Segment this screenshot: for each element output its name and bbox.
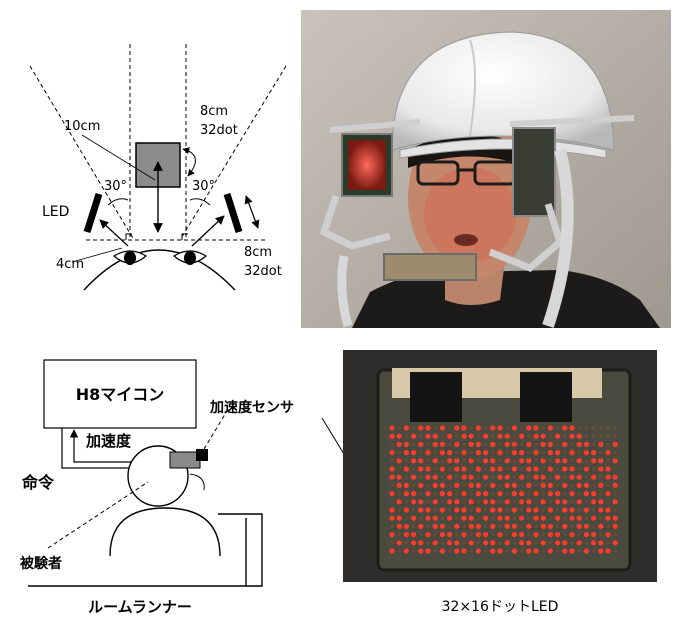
- sensor-device: [169, 451, 201, 469]
- caption-led-matrix: 32×16ドットLED: [442, 599, 559, 615]
- label-8cm-top: 8cm: [200, 104, 228, 119]
- subject-body: [109, 507, 221, 557]
- subject-pointer: [47, 481, 149, 549]
- led-dot-matrix: [389, 425, 618, 554]
- treadmill: [28, 513, 263, 587]
- label-32dot-bottom: 32dot: [244, 264, 282, 279]
- label-32dot-top: 32dot: [200, 123, 238, 138]
- label-led: LED: [42, 204, 69, 220]
- label-30deg-left: 30°: [104, 179, 127, 194]
- photo-led-board: [343, 350, 657, 582]
- right-angle-mark: [125, 233, 132, 240]
- leader-line: [81, 134, 156, 181]
- label-h8-microcontroller: H8マイコン: [76, 385, 165, 404]
- size-arrow: [244, 195, 260, 229]
- leader-line: [71, 247, 123, 263]
- label-subject: 被験者: [20, 555, 62, 572]
- angle-arc: [189, 198, 211, 206]
- label-command: 命令: [21, 473, 55, 492]
- left-eye: [112, 250, 148, 265]
- system-diagram: H8マイコン 加速度 命令 加速度センサ 被験者 ルームランナー: [20, 359, 379, 616]
- top-view-diagram: 10cm 8cm 32dot 30° 30° LED 4cm 8cm 32dot: [29, 44, 287, 291]
- right-eye: [172, 250, 208, 265]
- label-30deg-right: 30°: [192, 179, 215, 194]
- angle-arc: [107, 198, 129, 206]
- sensor-chip: [196, 449, 208, 461]
- right-angle-mark: [181, 233, 188, 240]
- size-arrow: [182, 147, 196, 177]
- microcontroller-box: [43, 359, 197, 429]
- label-acceleration: 加速度: [85, 432, 132, 450]
- head-outline: [83, 249, 236, 291]
- eye-to-led-arrow: [191, 215, 225, 247]
- sensor-pointer: [203, 405, 231, 450]
- led-bar-left: [83, 192, 103, 234]
- led-bar-right: [223, 192, 243, 234]
- photo-helmet-wearer: [301, 10, 671, 328]
- label-4cm: 4cm: [56, 257, 84, 272]
- sight-line: [29, 65, 135, 241]
- label-accel-sensor: 加速度センサ: [209, 399, 294, 416]
- label-treadmill: ルームランナー: [88, 598, 192, 616]
- sight-line: [179, 65, 287, 241]
- eye-to-led-arrow: [99, 219, 129, 247]
- label-8cm-bottom: 8cm: [244, 245, 272, 260]
- label-10cm: 10cm: [64, 119, 100, 134]
